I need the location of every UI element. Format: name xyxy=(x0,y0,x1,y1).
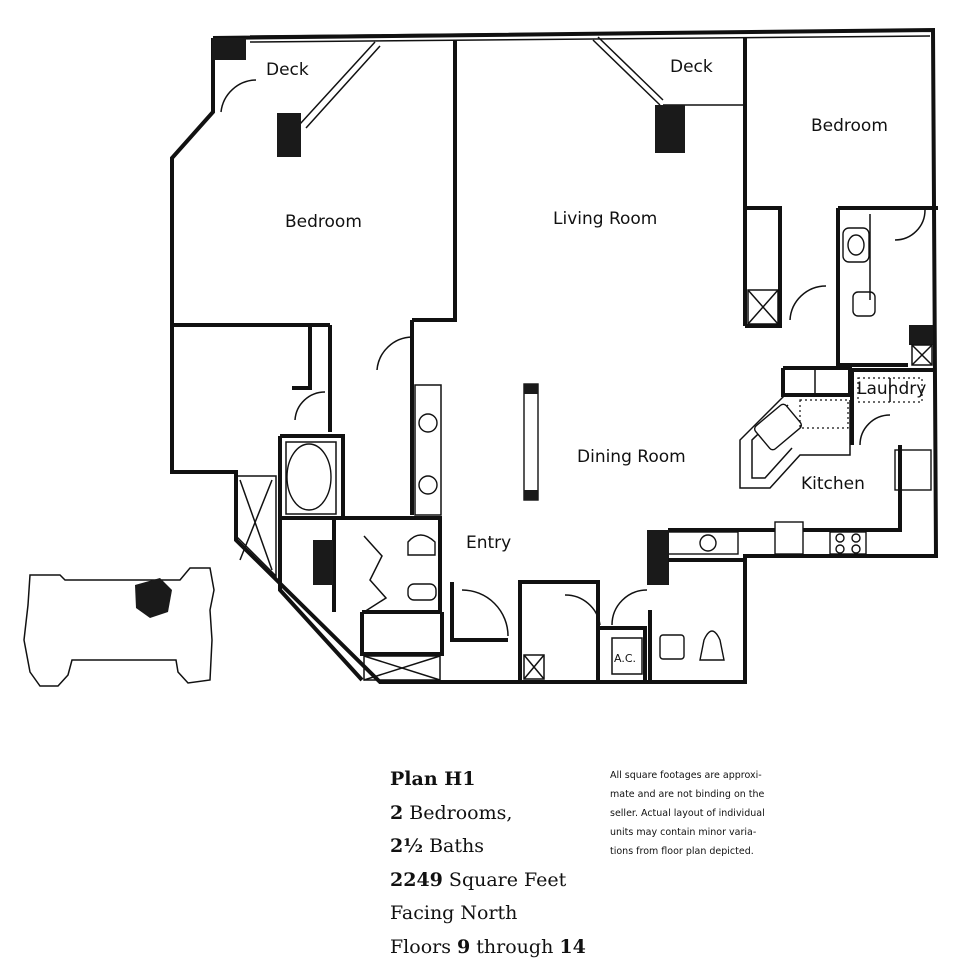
baths-text: Baths xyxy=(423,835,484,857)
plan-info: Plan H1 2 Bedrooms, 2½ Baths 2249 Square… xyxy=(390,763,600,964)
floors-line: Floors 9 through 14 xyxy=(390,931,600,965)
deck-left-label: Deck xyxy=(266,60,309,80)
baths-count: 2½ xyxy=(390,835,424,857)
disclaimer-line: seller. Actual layout of individual xyxy=(610,808,765,819)
disclaimer-line: units may contain minor varia- xyxy=(610,827,757,838)
site-key-plan xyxy=(23,567,215,687)
entry-label: Entry xyxy=(466,533,511,553)
floors-mid: through xyxy=(470,935,560,958)
bedrooms-line: 2 Bedrooms, xyxy=(390,797,600,831)
laundry-label: Laundry xyxy=(857,379,926,399)
ac-label: A.C. xyxy=(614,652,636,665)
kitchen-walls xyxy=(647,366,936,585)
floors-to: 14 xyxy=(559,935,586,958)
dining-room-label: Dining Room xyxy=(577,447,686,467)
utility-walls xyxy=(518,558,745,682)
bedroom-left-label: Bedroom xyxy=(285,212,362,232)
deck-right-label: Deck xyxy=(670,57,713,77)
baths-line: 2½ Baths xyxy=(390,830,600,864)
sqft-text: Square Feet xyxy=(442,868,567,891)
left-bedroom-walls xyxy=(172,38,457,327)
sqft-line: 2249 Square Feet xyxy=(390,864,600,898)
right-bedroom-walls xyxy=(745,206,938,367)
plan-title: Plan H1 xyxy=(390,768,476,790)
disclaimer-line: tions from floor plan depicted. xyxy=(610,846,754,857)
sqft-count: 2249 xyxy=(390,868,443,891)
outer-walls xyxy=(170,27,939,684)
kitchen-label: Kitchen xyxy=(801,474,865,494)
entry-walls xyxy=(450,383,539,642)
disclaimer-line: All square footages are approxi- xyxy=(610,770,762,781)
disclaimer-line: mate and are not binding on the xyxy=(610,789,765,800)
living-room-walls xyxy=(592,36,747,326)
bedroom-right-label: Bedroom xyxy=(811,116,888,136)
site-key-plan-highlight xyxy=(135,578,172,618)
living-room-label: Living Room xyxy=(553,209,657,229)
floors-prefix: Floors xyxy=(390,935,458,958)
facing-line: Facing North xyxy=(390,902,518,924)
bedrooms-text: Bedrooms, xyxy=(403,801,513,824)
left-bath-walls xyxy=(235,320,444,682)
bedrooms-count: 2 xyxy=(390,801,404,824)
floors-from: 9 xyxy=(457,935,471,958)
disclaimer: All square footages are approxi- mate an… xyxy=(610,766,790,861)
